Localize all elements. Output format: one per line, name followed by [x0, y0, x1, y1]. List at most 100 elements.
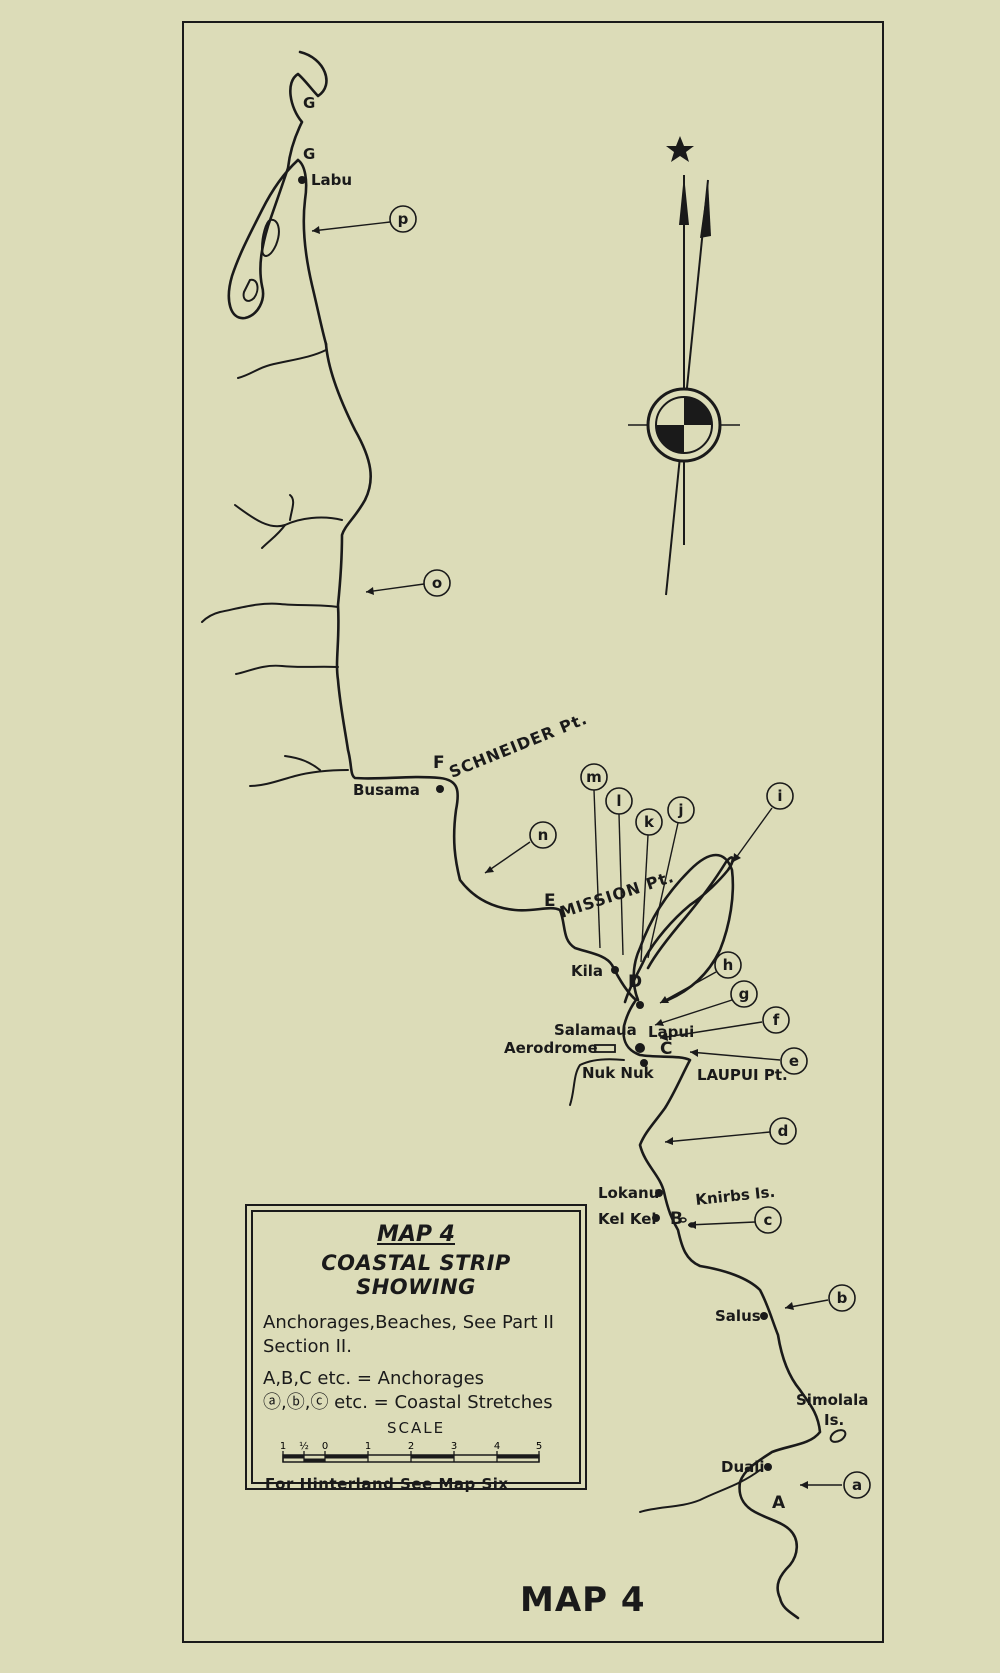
stretch-c-label: c	[764, 1211, 773, 1229]
duali-dot	[764, 1463, 772, 1471]
stretch-i-marker	[766, 782, 794, 810]
scale-tick-label: 1	[365, 1441, 371, 1452]
stretch-i-label: i	[777, 787, 782, 805]
legend-stretches-key: ⓐ,ⓑ,ⓒ etc. = Coastal Stretches	[263, 1392, 553, 1413]
stretch-b-label: b	[837, 1289, 848, 1307]
stretch-m-label: m	[586, 768, 602, 786]
labu-island-2	[242, 278, 259, 302]
anchorage-c: C	[660, 1039, 672, 1059]
simolala-island	[829, 1429, 847, 1443]
map-number: MAP 4	[520, 1580, 646, 1620]
stretch-l-label: l	[616, 792, 621, 810]
busama-dot	[436, 785, 444, 793]
label-lokanu: Lokanu	[598, 1184, 659, 1202]
stretch-f-label: f	[773, 1011, 780, 1029]
kila-dot	[611, 966, 619, 974]
scale-tick-label: 0	[322, 1441, 328, 1452]
star-icon	[666, 136, 694, 162]
label-simolala: Simolala	[796, 1391, 868, 1409]
lokanu-dot	[655, 1189, 663, 1197]
stretch-j-label: j	[677, 801, 683, 819]
label-labu: Labu	[311, 171, 352, 189]
magnetic-north-arrowhead	[700, 180, 711, 238]
label-salamaua: Salamaua	[554, 1021, 637, 1039]
hinterland-note: For Hinterland See Map Six	[265, 1475, 509, 1493]
stretch-j-marker	[667, 796, 695, 824]
main-coastline	[324, 342, 822, 1620]
stretch-p-label: p	[398, 210, 409, 228]
river-5b	[284, 755, 321, 771]
stretch-k-marker	[635, 808, 663, 836]
stretch-f-marker	[762, 1006, 790, 1034]
map-frame	[182, 21, 884, 1643]
river-1	[237, 349, 327, 379]
magnetic-north-line	[665, 179, 709, 596]
map-legend-inner: MAP 4 COASTAL STRIP SHOWING Anchorages,B…	[251, 1210, 581, 1493]
labu-island-1	[261, 218, 280, 257]
labu-spit	[227, 50, 328, 320]
mission-peninsula	[632, 853, 735, 1002]
legend-description-line-1: Anchorages,Beaches, See Part II	[263, 1312, 554, 1333]
anchorage-f: F	[433, 753, 445, 773]
stretch-h-label: h	[723, 956, 734, 974]
stretch-n-label: n	[538, 826, 549, 844]
river-2b	[261, 524, 286, 549]
label-simolala-is: Is.	[824, 1411, 844, 1429]
salamaua-dot	[636, 1001, 644, 1009]
label-schneider-pt: SCHNEIDER Pt.	[446, 709, 590, 782]
compass-rose	[628, 136, 740, 596]
anchorage-b: B	[670, 1209, 683, 1229]
river-5	[249, 769, 349, 787]
stretch-d-label: d	[778, 1122, 789, 1140]
river-3	[201, 602, 339, 623]
stretch-l-marker	[605, 787, 633, 815]
legend-anchorages-key: A,B,C etc. = Anchorages	[263, 1368, 485, 1389]
label-knirbs-is: Knirbs Is.	[695, 1183, 776, 1209]
stretch-e-marker	[780, 1047, 808, 1075]
label-lapui: Lapui	[648, 1023, 694, 1041]
river-duali	[639, 1469, 761, 1513]
stretch-g-label: g	[739, 985, 750, 1003]
stretch-g-marker	[730, 980, 758, 1008]
nuk-nuk-dot	[640, 1059, 648, 1067]
svg-text:G: G	[303, 94, 315, 112]
true-north-arrowhead	[679, 175, 689, 225]
river-4	[235, 664, 339, 675]
stretch-a-marker	[843, 1471, 871, 1499]
stretch-n-marker	[529, 821, 557, 849]
label-laupui-pt: LAUPUI Pt.	[697, 1066, 788, 1084]
stretch-e-label: e	[789, 1052, 799, 1070]
salamaua-peninsula	[623, 856, 734, 1004]
anchorage-e: E	[544, 891, 556, 911]
stretch-b-marker	[828, 1284, 856, 1312]
aerodrome-dot	[635, 1043, 645, 1053]
label-kila: Kila	[571, 962, 603, 980]
map-legend: MAP 4 COASTAL STRIP SHOWING Anchorages,B…	[245, 1204, 587, 1493]
label-aerodrome: Aerodrome	[504, 1039, 598, 1057]
anchorage-a: A	[772, 1493, 786, 1513]
river-2c	[289, 494, 295, 521]
scale-tick-label: ½	[299, 1440, 309, 1452]
label-mission-pt: MISSION Pt.	[557, 867, 676, 922]
label-duali: Duali	[721, 1458, 765, 1476]
label-salus: Salus	[715, 1307, 761, 1325]
stretch-k-label: k	[644, 813, 655, 831]
legend-subtitle: COASTAL STRIP SHOWING	[321, 1251, 511, 1299]
stretch-m-marker	[580, 763, 608, 791]
legend-title: MAP 4	[376, 1222, 455, 1247]
labu-dot	[298, 176, 306, 184]
scale-tick-label: 5	[536, 1441, 542, 1452]
salus-dot	[760, 1312, 768, 1320]
svg-text:G: G	[303, 145, 315, 163]
compass-quadrant-ne	[684, 397, 712, 425]
aerodrome-icon	[594, 1044, 616, 1053]
scale-tick-label: 1	[281, 1441, 286, 1452]
knirbs-islet-1	[679, 1217, 687, 1223]
label-busama: Busama	[353, 781, 420, 799]
anchorage-d: D	[628, 972, 642, 992]
stretch-c-marker	[754, 1206, 782, 1234]
stretch-o-marker	[423, 569, 451, 597]
coastal-stretch-markers: a b c d e f g h i j k l	[311, 205, 871, 1499]
